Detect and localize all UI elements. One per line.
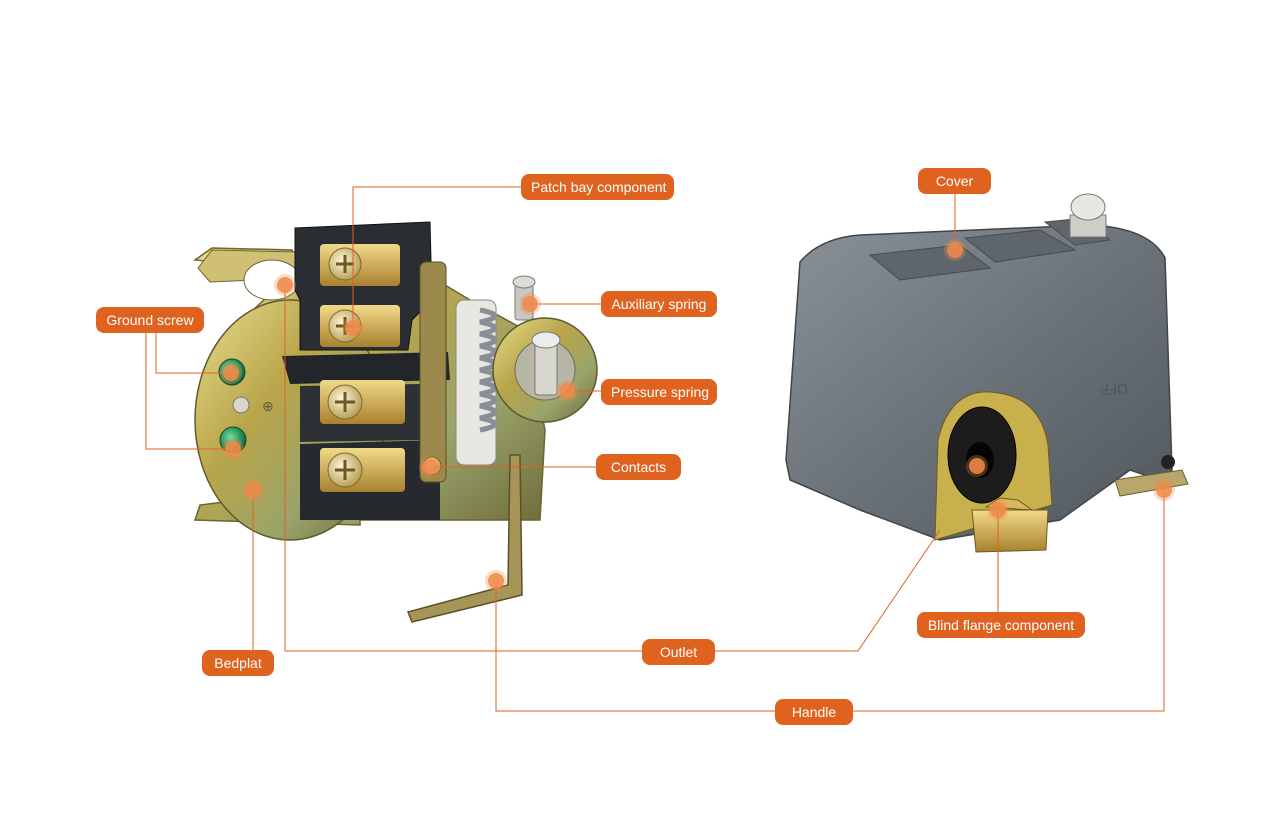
label-auxiliary-spring: Auxiliary spring [601, 291, 717, 317]
marker-auxiliary-spring [522, 296, 538, 312]
marker-handle-rod [488, 573, 504, 589]
cover-molded-text: OFF [1101, 380, 1128, 396]
marker-bedplate-hole [277, 277, 293, 293]
marker-pressure-spring [559, 383, 575, 399]
cover-body [785, 224, 1173, 541]
marker-ground-screw-lower [225, 441, 241, 457]
label-outlet: Outlet [642, 639, 715, 665]
marker-bedplat [245, 482, 261, 498]
label-bedplat: Bedplat [202, 650, 274, 676]
marker-ground-screw-upper [223, 365, 239, 381]
label-blind-flange-component: Blind flange component [917, 612, 1085, 638]
handle-rod [406, 454, 523, 623]
leader-lines [145, 186, 1165, 712]
open-switch-mechanism: ⊕ [192, 221, 598, 623]
terminal-block [282, 221, 450, 520]
marker-cover [947, 242, 963, 258]
label-contacts: Contacts [596, 454, 681, 480]
marker-handle-lever [1156, 482, 1172, 498]
plate-marking: ⊕ [262, 399, 274, 415]
label-patch-bay-component: Patch bay component [521, 174, 674, 200]
spring-assembly [455, 275, 598, 466]
label-ground-screw: Ground screw [96, 307, 204, 333]
covered-switch: OFF [785, 193, 1189, 553]
marker-blind-flange [990, 502, 1006, 518]
plate-hole [232, 396, 250, 414]
label-handle: Handle [775, 699, 853, 725]
label-cover: Cover [918, 168, 991, 194]
marker-contacts [422, 459, 438, 475]
marker-outlet [969, 458, 985, 474]
label-pressure-spring: Pressure spring [601, 379, 717, 405]
marker-patch-bay [345, 320, 361, 336]
